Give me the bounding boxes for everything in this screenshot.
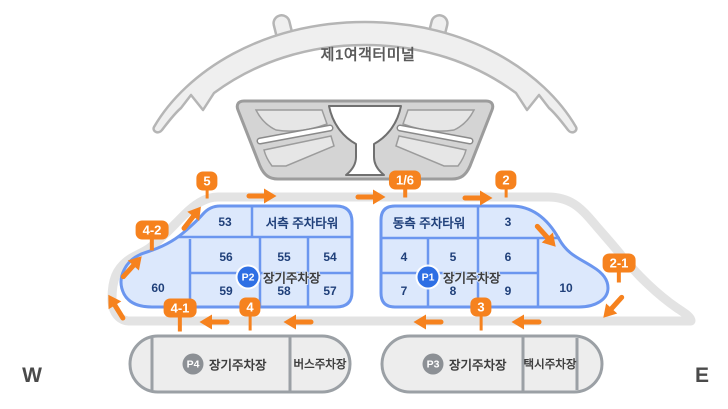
gate-badge-2: 2: [495, 170, 517, 190]
direction-arrow: [603, 294, 625, 318]
parking-cell-6: 6: [504, 250, 512, 264]
east-lot-shape: [379, 204, 610, 309]
parking-cell-56: 56: [219, 250, 233, 264]
transport-center-shape: [235, 99, 495, 181]
gate-badge-1-6: 1/6: [388, 170, 422, 190]
bus-parking-label: 버스주차장: [293, 359, 347, 371]
direction-arrow: [283, 314, 314, 330]
direction-arrow: [534, 223, 556, 247]
terminal-building-shape: [152, 20, 578, 134]
p3-longterm-label: 장기주차장: [449, 358, 507, 373]
parking-cell-57: 57: [323, 284, 337, 298]
terminal-name-label: 제1여객터미널: [320, 46, 416, 64]
direction-arrow: [413, 314, 444, 330]
parking-cell-3: 3: [504, 215, 512, 229]
p4-longterm-label: 장기주차장: [209, 358, 267, 373]
direction-arrow: [108, 294, 126, 321]
compass-east-label: E: [694, 364, 710, 387]
parking-cell-5: 5: [449, 250, 457, 264]
direction-arrow: [246, 188, 277, 204]
p4-badge: P4: [182, 353, 204, 375]
parking-cell-59: 59: [219, 284, 233, 298]
west-longterm-label: 장기주차장: [263, 271, 321, 286]
parking-cell-10: 10: [559, 281, 573, 295]
p3-badge: P3: [422, 353, 444, 375]
direction-arrow: [355, 189, 386, 205]
parking-cell-8: 8: [449, 284, 457, 298]
taxi-parking-label: 택시주차장: [523, 359, 577, 371]
direction-arrow: [181, 206, 201, 231]
parking-cell-7: 7: [400, 284, 408, 298]
parking-cell-58: 58: [277, 284, 291, 298]
direction-arrow: [199, 314, 230, 330]
p2-badge: P2: [237, 266, 259, 288]
parking-cell-54: 54: [323, 250, 337, 264]
west-tower-label: 서측 주차타워: [265, 216, 339, 231]
east-longterm-label: 장기주차장: [443, 271, 501, 286]
east-tower-label: 동측 주차타워: [392, 216, 466, 231]
p4-area-shape: [128, 334, 352, 394]
parking-cell-55: 55: [277, 250, 291, 264]
p3-area-shape: [380, 334, 604, 394]
gate-badge-3: 3: [470, 297, 492, 317]
compass-west-label: W: [22, 364, 42, 387]
parking-cell-4: 4: [400, 250, 408, 264]
gate-badge-4: 4: [239, 297, 261, 317]
direction-arrow: [462, 190, 493, 206]
direction-arrow: [511, 314, 542, 330]
gate-badge-4-2: 4-2: [135, 220, 169, 240]
gate-badge-4-1: 4-1: [163, 298, 197, 318]
parking-cell-53: 53: [218, 215, 232, 229]
gate-badge-5: 5: [196, 171, 218, 191]
parking-cell-9: 9: [504, 284, 512, 298]
p1-badge: P1: [417, 266, 439, 288]
parking-cell-60: 60: [151, 281, 165, 295]
gate-badge-2-1: 2-1: [602, 253, 636, 273]
direction-arrow: [120, 256, 142, 280]
